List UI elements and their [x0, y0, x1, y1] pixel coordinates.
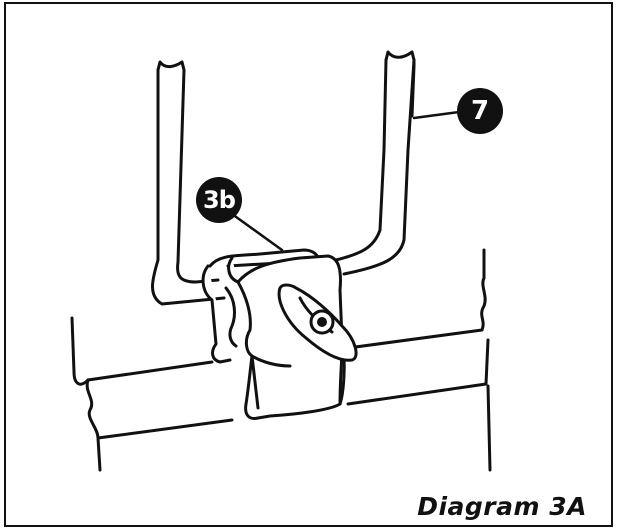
cross-bar [70, 248, 492, 472]
wing-nut [277, 283, 358, 362]
handle-wire [151, 50, 416, 306]
clamp-body [201, 248, 346, 420]
callout-part-7: 7 [457, 88, 503, 134]
diagram-caption: Diagram 3A [417, 492, 587, 521]
callout-part-3b: 3b [196, 177, 242, 223]
leader-lines [230, 110, 461, 252]
